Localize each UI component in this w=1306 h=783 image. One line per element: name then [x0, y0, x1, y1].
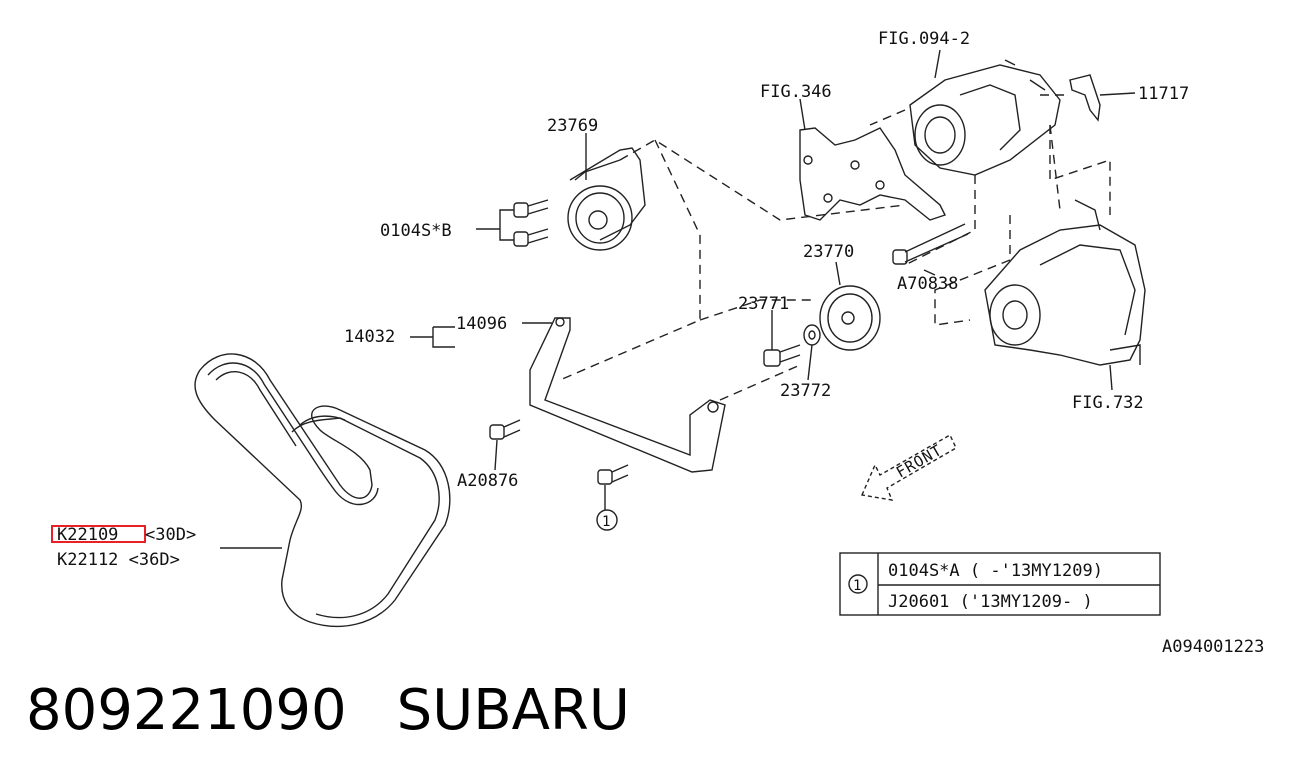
- label-front: FRONT: [893, 441, 945, 482]
- label-fig346[interactable]: FIG.346: [760, 82, 832, 102]
- label-a70838[interactable]: A70838: [897, 274, 958, 294]
- tensioner-23769[interactable]: [567, 147, 646, 251]
- label-a20876[interactable]: A20876: [457, 471, 518, 491]
- diagram-id: A094001223: [1162, 637, 1264, 657]
- legend-row-1[interactable]: 0104S*A ( -'13MY1209): [888, 561, 1103, 581]
- label-fig094-2[interactable]: FIG.094-2: [878, 29, 970, 49]
- bolt-a20876[interactable]: [489, 419, 521, 440]
- compressor-fig732[interactable]: [984, 199, 1146, 366]
- label-fig732[interactable]: FIG.732: [1072, 393, 1144, 413]
- drive-belt[interactable]: [194, 353, 451, 628]
- idler-pulley-23770[interactable]: [819, 285, 881, 351]
- legend-ref: 1: [853, 578, 861, 594]
- bolt-a70838[interactable]: [892, 223, 969, 265]
- label-23769[interactable]: 23769: [547, 116, 598, 136]
- washer-23772[interactable]: [803, 324, 821, 346]
- label-14032[interactable]: 14032: [344, 327, 395, 347]
- label-k22109[interactable]: K22109: [57, 525, 118, 545]
- label-23771[interactable]: 23771: [738, 294, 789, 314]
- leader-lines: [220, 49, 1136, 549]
- legend-table: [839, 552, 1161, 616]
- bolt-23771[interactable]: [763, 344, 801, 367]
- bracket-11717[interactable]: [1069, 74, 1101, 122]
- label-23772[interactable]: 23772: [780, 381, 831, 401]
- bracket-14096[interactable]: [529, 317, 726, 473]
- bolts-0104s-b[interactable]: [513, 199, 549, 247]
- label-30d: <30D>: [145, 525, 196, 545]
- label-ref-1[interactable]: 1: [602, 514, 610, 530]
- ref-circle-1: [596, 509, 618, 531]
- bolt-ref-1[interactable]: [597, 464, 629, 485]
- label-11717[interactable]: 11717: [1138, 84, 1189, 104]
- alternator-fig094-2[interactable]: [909, 59, 1061, 176]
- highlight-box: [51, 525, 146, 543]
- dashed-leaders: [559, 94, 1111, 401]
- label-0104s-b[interactable]: 0104S*B: [380, 221, 452, 241]
- brand-name: SUBARU: [396, 678, 630, 743]
- bracket-fig346[interactable]: [799, 127, 946, 221]
- label-14096[interactable]: 14096: [456, 314, 507, 334]
- footer-title: 809221090 SUBARU: [26, 678, 680, 743]
- legend-row-2[interactable]: J20601 ('13MY1209- ): [888, 592, 1093, 612]
- label-k22112[interactable]: K22112 <36D>: [57, 550, 180, 570]
- part-number: 809221090: [26, 678, 347, 743]
- label-23770[interactable]: 23770: [803, 242, 854, 262]
